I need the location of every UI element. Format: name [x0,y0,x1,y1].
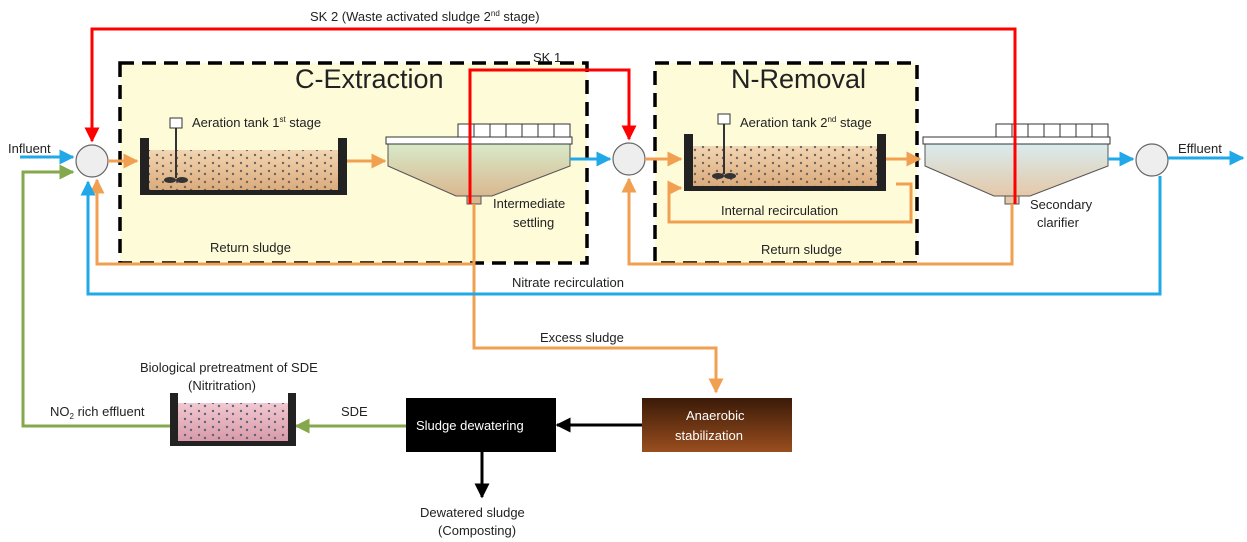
blue-flows [20,149,1245,296]
aeration-tank-1-label: Aeration tank 1st stage [192,115,321,130]
orange-flows [89,151,1014,394]
nitrate-recirculation-label: Nitrate recirculation [512,275,624,290]
c-extraction-title: C-Extraction [295,64,444,94]
red-flows [84,27,1017,204]
aeration-tank-2-label: Aeration tank 2nd stage [740,115,872,130]
internal-recirculation-label: Internal recirculation [721,203,838,218]
anaerobic-label-2: stabilization [675,428,743,443]
biological-pretreatment-label-2: (Nitritration) [188,378,256,393]
n-removal-title: N-Removal [731,64,866,94]
sludge-dewatering-label: Sludge dewatering [416,418,524,433]
dewatered-sludge-label-1: Dewatered sludge [420,505,525,520]
dewatered-sludge-label-2: (Composting) [438,523,516,538]
secondary-clarifier-label-1: Secondary [1030,197,1093,212]
effluent-label: Effluent [1178,141,1222,156]
sde-label: SDE [341,404,368,419]
intermediate-settling-label-1: Intermediate [493,196,565,211]
no2-effluent-label: NO2 rich effluent [50,404,145,421]
biological-pretreatment-label-1: Biological pretreatment of SDE [140,360,318,375]
sk1-label: SK 1 [533,50,561,65]
mixing-node-effluent [1135,143,1169,177]
mixing-node-stage2 [612,142,646,176]
return-sludge-label-1: Return sludge [210,240,291,255]
return-sludge-label-2: Return sludge [761,242,842,257]
secondary-clarifier-label-2: clarifier [1037,215,1080,230]
influent-label: Influent [8,141,51,156]
anaerobic-label-1: Anaerobic [686,408,745,423]
aeration-tank-1 [140,117,347,195]
mixing-node-influent [75,144,109,178]
intermediate-settling-tank [385,123,573,205]
aeration-tank-2 [684,113,886,191]
black-flows [474,417,642,499]
sk2-label: SK 2 (Waste activated sludge 2nd stage) [310,9,540,24]
anaerobic-stabilization-box [642,398,792,452]
pretreatment-tank [170,393,296,446]
green-flows [21,164,406,434]
excess-sludge-label: Excess sludge [540,330,624,345]
sludge-dewatering-box [406,398,556,452]
intermediate-settling-label-2: settling [513,215,554,230]
